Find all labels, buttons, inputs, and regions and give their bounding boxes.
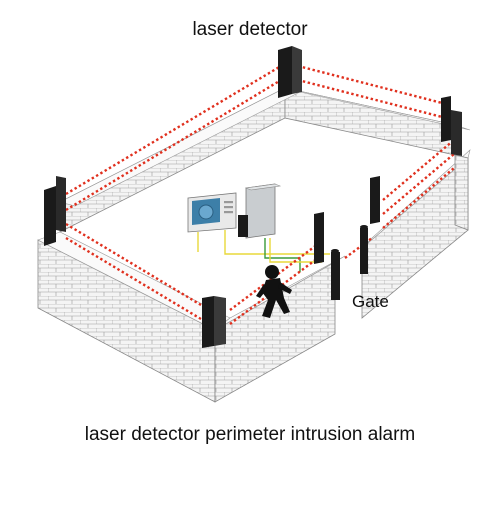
alarm-control-box-icon xyxy=(238,183,282,239)
monitor-icon xyxy=(187,192,237,233)
signal-cables xyxy=(197,230,330,272)
back-wall xyxy=(59,87,471,233)
gate-posts xyxy=(331,225,368,300)
laser-beams xyxy=(65,64,455,325)
diagram-caption: laser detector perimeter intrusion alarm xyxy=(84,424,416,445)
top-label: laser detector xyxy=(192,19,308,40)
laser-detector-post-icon xyxy=(44,46,462,348)
running-intruder-icon xyxy=(256,265,292,318)
gate-label: Gate xyxy=(352,292,389,311)
